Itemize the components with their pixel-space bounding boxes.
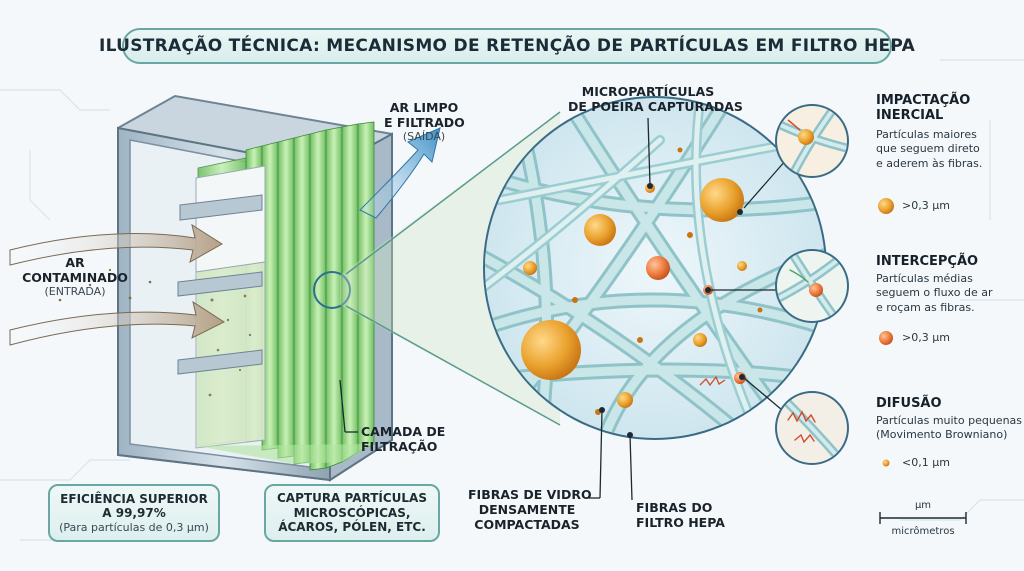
capture-box-line2: MICROSCÓPICAS, [293,505,411,520]
diffusion-title-line1: DIFUSÃO [876,396,942,411]
hepa-fibers-label-line1: FIBRAS DO [636,500,713,515]
interception-desc-line2: seguem o fluxo de ar [876,286,993,300]
inlet-label-sub: (ENTRADA) [44,285,106,298]
impaction-title: IMPACTAÇÃO INERCIAL [876,93,971,124]
impaction-size: >0,3 µm [902,199,950,212]
interception-desc-line3: e roçam as fibras. [876,300,975,314]
hepa-fibers-label-line2: FILTRO HEPA [636,515,725,530]
layer-label: CAMADA DE FILTRAÇÃO [361,424,451,454]
glass-fibers-label: FIBRAS DE VIDRO DENSAMENTE COMPACTADAS [468,487,592,532]
efficiency-box-line1: EFICIÊNCIA SUPERIOR [60,492,208,507]
diffusion-description: Partículas muito pequenas (Movimento Bro… [876,414,1022,443]
micro-particles-label-line1: MICROPARTÍCULAS [581,84,715,99]
inlet-label: AR CONTAMINADO (ENTRADA) [20,255,130,298]
scale-unit: µm [914,500,932,511]
impaction-desc-line1: Partículas maiores [876,128,977,141]
micro-particles-label-line2: DE POEIRA CAPTURADAS [568,99,743,114]
micro-particles-label: MICROPARTÍCULAS DE POEIRA CAPTURADAS [568,84,743,114]
impaction-title-line2: INERCIAL [876,107,944,123]
outlet-label-sub: (SAÍDA) [402,130,446,143]
diffusion-title: DIFUSÃO [876,396,942,412]
efficiency-box-line2: A 99,97% [102,506,166,521]
efficiency-box: EFICIÊNCIA SUPERIOR A 99,97% (Para partí… [48,484,220,542]
diffusion-desc-line1: Partículas muito pequenas [876,414,1023,427]
interception-title: INTERCEPÇÃO [876,254,979,270]
scale-name: micrômetros [891,526,955,537]
diffusion-desc-line2: (Movimento Browniano) [876,428,1008,442]
interception-description: Partículas médias seguem o fluxo de ar e… [876,272,992,315]
interception-size: >0,3 µm [902,331,950,344]
inlet-label-line1: AR [65,255,85,270]
impaction-description: Partículas maiores que seguem direto e a… [876,128,982,171]
impaction-desc-line3: e aderem às fibras. [876,156,983,170]
capture-box-line1: CAPTURA PARTÍCULAS [277,491,427,506]
glass-fibers-label-line1: FIBRAS DE VIDRO [468,487,592,502]
outlet-label: AR LIMPO E FILTRADO (SAÍDA) [384,100,465,143]
title-banner: ILUSTRAÇÃO TÉCNICA: MECANISMO DE RETENÇÃ… [99,28,915,64]
layer-label-line1: CAMADA DE [361,424,446,439]
layer-label-line2: FILTRAÇÃO [361,439,438,454]
inlet-label-line2: CONTAMINADO [22,270,128,285]
outlet-label-line1: AR LIMPO [389,100,459,115]
capture-box: CAPTURA PARTÍCULAS MICROSCÓPICAS, ÁCAROS… [264,484,440,542]
impaction-title-line1: IMPACTAÇÃO [876,93,971,108]
efficiency-box-sub: (Para partículas de 0,3 µm) [59,520,209,534]
interception-title-line1: INTERCEPÇÃO [876,254,979,269]
capture-box-line3: ÁCAROS, PÓLEN, ETC. [278,520,426,535]
glass-fibers-label-line3: COMPACTADAS [474,517,580,532]
outlet-label-line2: E FILTRADO [384,115,465,130]
impaction-desc-line2: que seguem direto [876,142,980,156]
glass-fibers-label-line2: DENSAMENTE [478,502,576,517]
diffusion-size: <0,1 µm [902,456,950,469]
hepa-fibers-label: FIBRAS DO FILTRO HEPA [636,500,736,530]
interception-desc-line1: Partículas médias [876,272,973,285]
